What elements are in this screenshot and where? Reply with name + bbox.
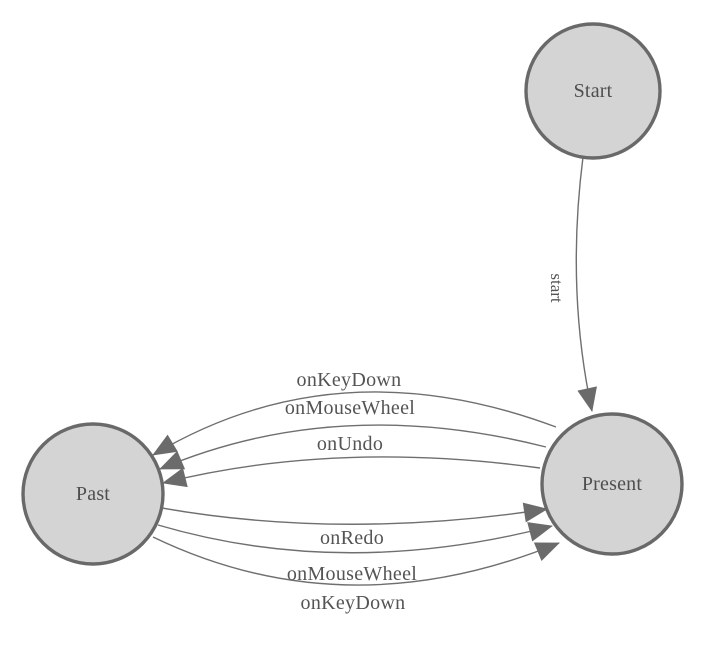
state-circle-past[interactable]: [21, 422, 165, 566]
transition-onundo-to-past: onUndo: [162, 433, 541, 488]
transition-path-onkeydown-to-present[interactable]: [152, 536, 560, 586]
transition-label-onkeydown-to-past: onKeyDown: [297, 369, 402, 391]
transition-onkeydown-to-past: onKeyDown: [152, 369, 557, 456]
state-node-start: Start: [524, 22, 662, 160]
state-label-present: Present: [582, 473, 643, 495]
state-label-start: Start: [574, 80, 613, 102]
transition-onkeydown-to-present: onKeyDown: [152, 536, 560, 614]
state-node-present: Present: [540, 412, 684, 556]
transition-label-start: start: [547, 273, 566, 303]
transition-path-onredo-to-present[interactable]: [161, 502, 548, 525]
transition-path-onmousewheel-to-past[interactable]: [159, 424, 547, 470]
transition-onmousewheel-to-past: onMouseWheel: [159, 397, 547, 470]
transition-label-onredo-to-present: onRedo: [320, 527, 384, 549]
transition-onmousewheel-to-present: onMouseWheel: [157, 522, 553, 585]
transition-path-onkeydown-to-past[interactable]: [152, 391, 557, 456]
state-label-past: Past: [76, 483, 110, 505]
transition-path-start[interactable]: [575, 156, 597, 412]
transition-start: start: [547, 156, 597, 412]
state-circle-start[interactable]: [524, 22, 662, 160]
transition-path-onundo-to-past[interactable]: [162, 456, 541, 488]
state-node-past: Past: [21, 422, 165, 566]
transition-label-onmousewheel-to-past: onMouseWheel: [285, 397, 415, 419]
state-circle-present[interactable]: [540, 412, 684, 556]
transition-label-onkeydown-to-present: onKeyDown: [301, 592, 406, 614]
transition-path-onmousewheel-to-present[interactable]: [157, 522, 553, 554]
transition-label-onmousewheel-to-present: onMouseWheel: [287, 563, 417, 585]
transition-onredo-to-present: onRedo: [161, 502, 548, 549]
transition-label-onundo-to-past: onUndo: [317, 433, 383, 455]
